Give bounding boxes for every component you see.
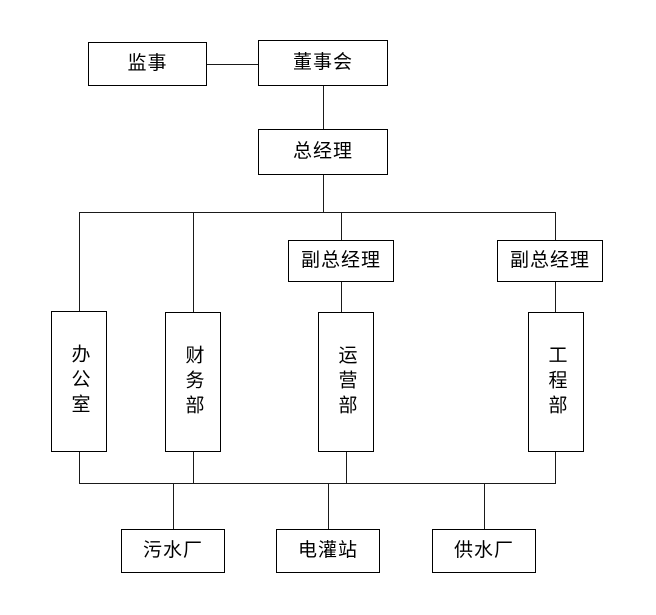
node-office[interactable]: 办公室 [51, 311, 107, 452]
node-label-office: 办公室 [68, 344, 91, 419]
connector-bus-drop-office [79, 212, 80, 311]
node-label-supervisor: 监事 [127, 52, 168, 75]
node-label-sewage-plant: 污水厂 [142, 539, 203, 562]
connector-deputy2-to-engineering [555, 282, 556, 312]
connector-office-down-stem [79, 452, 80, 483]
node-supervisor[interactable]: 监事 [88, 42, 207, 86]
node-label-operations-dept: 运营部 [335, 344, 358, 420]
node-engineering-dept[interactable]: 工程部 [528, 312, 584, 452]
node-operations-dept[interactable]: 运营部 [318, 312, 374, 452]
connector-board-to-gm [323, 86, 324, 129]
connector-finance-down-stem [193, 452, 194, 483]
node-deputy-manager-1[interactable]: 副总经理 [288, 240, 394, 282]
node-irrigation-station[interactable]: 电灌站 [276, 529, 380, 573]
node-deputy-manager-2[interactable]: 副总经理 [497, 240, 603, 282]
node-label-finance-dept: 财务部 [182, 344, 205, 420]
node-sewage-plant[interactable]: 污水厂 [121, 529, 225, 573]
node-label-water-plant: 供水厂 [453, 539, 514, 562]
node-label-deputy-manager-1: 副总经理 [300, 249, 381, 272]
node-general-manager[interactable]: 总经理 [258, 129, 388, 175]
connector-supervisor-to-board [207, 64, 258, 65]
connector-plants-drop-water [484, 483, 485, 529]
connector-plants-drop-sewage [173, 483, 174, 529]
node-label-engineering-dept: 工程部 [545, 344, 568, 420]
connector-bus-drop-deputy1 [341, 212, 342, 240]
connector-gm-down-stem [323, 175, 324, 212]
connector-plants-bus-horizontal [79, 483, 556, 484]
connector-operations-down-stem [346, 452, 347, 483]
node-finance-dept[interactable]: 财务部 [165, 312, 221, 452]
node-label-general-manager: 总经理 [292, 140, 353, 163]
node-label-deputy-manager-2: 副总经理 [509, 249, 590, 272]
node-board[interactable]: 董事会 [258, 40, 388, 86]
node-label-board: 董事会 [292, 51, 353, 74]
connector-plants-drop-irrigation [328, 483, 329, 529]
connector-bus-drop-finance [193, 212, 194, 312]
connector-engineering-down-stem [555, 452, 556, 483]
connector-deputy1-to-operations [341, 282, 342, 312]
node-water-plant[interactable]: 供水厂 [432, 529, 536, 573]
connector-gm-bus-horizontal [79, 212, 556, 213]
connector-bus-drop-deputy2 [555, 212, 556, 240]
node-label-irrigation-station: 电灌站 [297, 539, 358, 562]
